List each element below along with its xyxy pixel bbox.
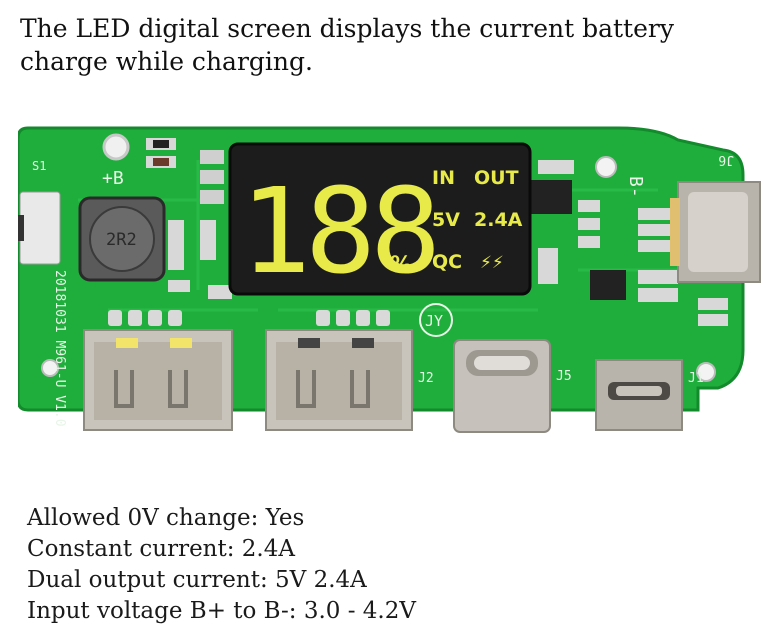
mount-hole xyxy=(595,156,617,178)
lcd-display xyxy=(228,142,532,296)
specs-list: Allowed 0V change: Yes Constant current:… xyxy=(27,503,747,627)
usb-c-port xyxy=(453,339,551,433)
pcb-illustration: S1 2R2 +B B- 188 % IN OUT 5V xyxy=(18,126,761,433)
caption-text: The LED digital screen displays the curr… xyxy=(20,14,674,76)
lcd-in-label: IN xyxy=(432,167,455,189)
lcd-out-label: OUT xyxy=(474,167,519,189)
j5-label: J5 xyxy=(556,369,572,384)
micro-usb-port xyxy=(595,359,683,431)
pcb-image: S1 2R2 +B B- 188 % IN OUT 5V xyxy=(18,120,763,440)
lcd-qc-label: QC xyxy=(432,251,462,273)
inductor-label: 2R2 xyxy=(106,230,137,250)
j6-label: J6 xyxy=(718,152,734,167)
b-plus-label: +B xyxy=(102,168,124,189)
smd-components xyxy=(146,138,728,326)
spec-line: Dual output current: 5V 2.4A xyxy=(27,567,367,593)
spec-line: Constant current: 2.4A xyxy=(27,536,295,562)
jy-logo-text: JY xyxy=(425,312,443,330)
usb-a-port-2 xyxy=(265,329,413,431)
header-pins xyxy=(108,310,390,326)
lcd-percent: % xyxy=(390,253,412,278)
j1-label: J1 xyxy=(688,371,704,386)
spec-line: Input voltage B+ to B-: 3.0 - 4.2V xyxy=(27,598,416,624)
jy-logo xyxy=(419,303,453,337)
bolt-icon: ⚡⚡ xyxy=(480,253,504,273)
spec-line: Allowed 0V change: Yes xyxy=(27,505,305,531)
switch-label: S1 xyxy=(32,159,46,173)
side-usb-port xyxy=(670,181,761,283)
side-switch xyxy=(19,191,61,265)
lcd-digits: 188 xyxy=(240,162,435,300)
lcd-current: 2.4A xyxy=(474,209,523,231)
mount-hole xyxy=(41,359,59,377)
lcd-voltage: 5V xyxy=(432,209,460,231)
usb-a-port-1 xyxy=(83,329,233,431)
b-minus-label: B- xyxy=(625,176,646,198)
mount-hole xyxy=(696,362,716,382)
mount-hole xyxy=(102,133,130,161)
board-id-label: 20181031 M961-U V1.0 xyxy=(52,270,67,427)
j2-label: J2 xyxy=(418,371,434,386)
